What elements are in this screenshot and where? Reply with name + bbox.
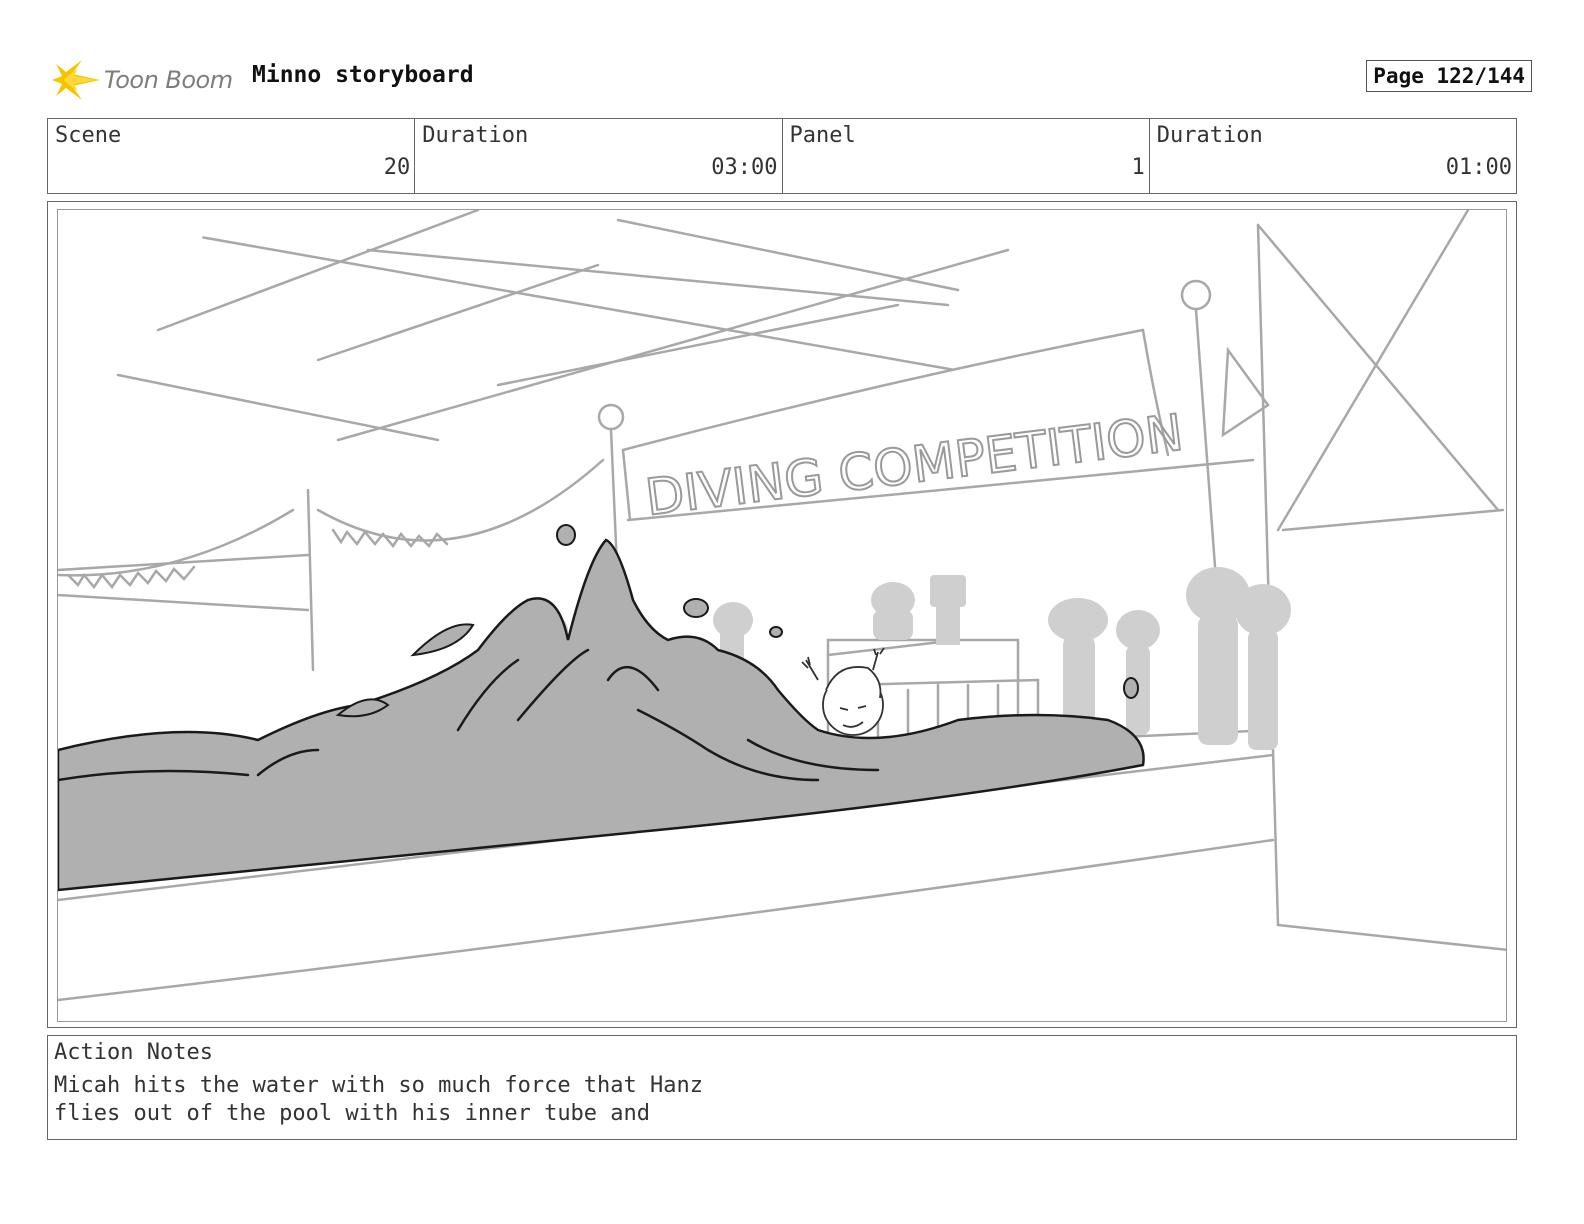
- document-title: Minno storyboard: [252, 62, 474, 88]
- starburst-icon: [52, 60, 100, 100]
- scene-cell: Scene 20: [48, 119, 416, 193]
- scene-value: 20: [383, 155, 411, 180]
- sketch-drawing: DIVING COMPETITION: [58, 210, 1506, 1002]
- scene-duration-cell: Duration 03:00: [415, 119, 783, 193]
- panel-duration-cell: Duration 01:00: [1150, 119, 1516, 193]
- scene-label: Scene: [55, 123, 122, 148]
- panel-drawing: DIVING COMPETITION: [57, 209, 1507, 1022]
- storyboard-panel: DIVING COMPETITION: [47, 201, 1517, 1028]
- storyboard-header: Toon Boom Minno storyboard Page 122/144: [52, 54, 1532, 106]
- panel-duration-value: 01:00: [1445, 155, 1512, 180]
- panel-label: Panel: [789, 123, 856, 148]
- banner-lettering: DIVING COMPETITION: [642, 403, 1186, 526]
- panel-value: 1: [1131, 155, 1145, 180]
- action-notes-text: Micah hits the water with so much force …: [54, 1073, 704, 1126]
- logo-text: Toon Boom: [104, 66, 233, 94]
- toon-boom-logo: Toon Boom: [52, 56, 242, 104]
- action-notes-label: Action Notes: [54, 1040, 213, 1065]
- page-number: Page 122/144: [1366, 60, 1532, 92]
- scene-info-row: Scene 20 Duration 03:00 Panel 1 Duration…: [47, 118, 1517, 194]
- action-notes: Action Notes Micah hits the water with s…: [47, 1035, 1517, 1140]
- panel-duration-label: Duration: [1156, 123, 1263, 148]
- scene-duration-label: Duration: [422, 123, 529, 148]
- scene-duration-value: 03:00: [711, 155, 778, 180]
- panel-cell: Panel 1: [783, 119, 1150, 193]
